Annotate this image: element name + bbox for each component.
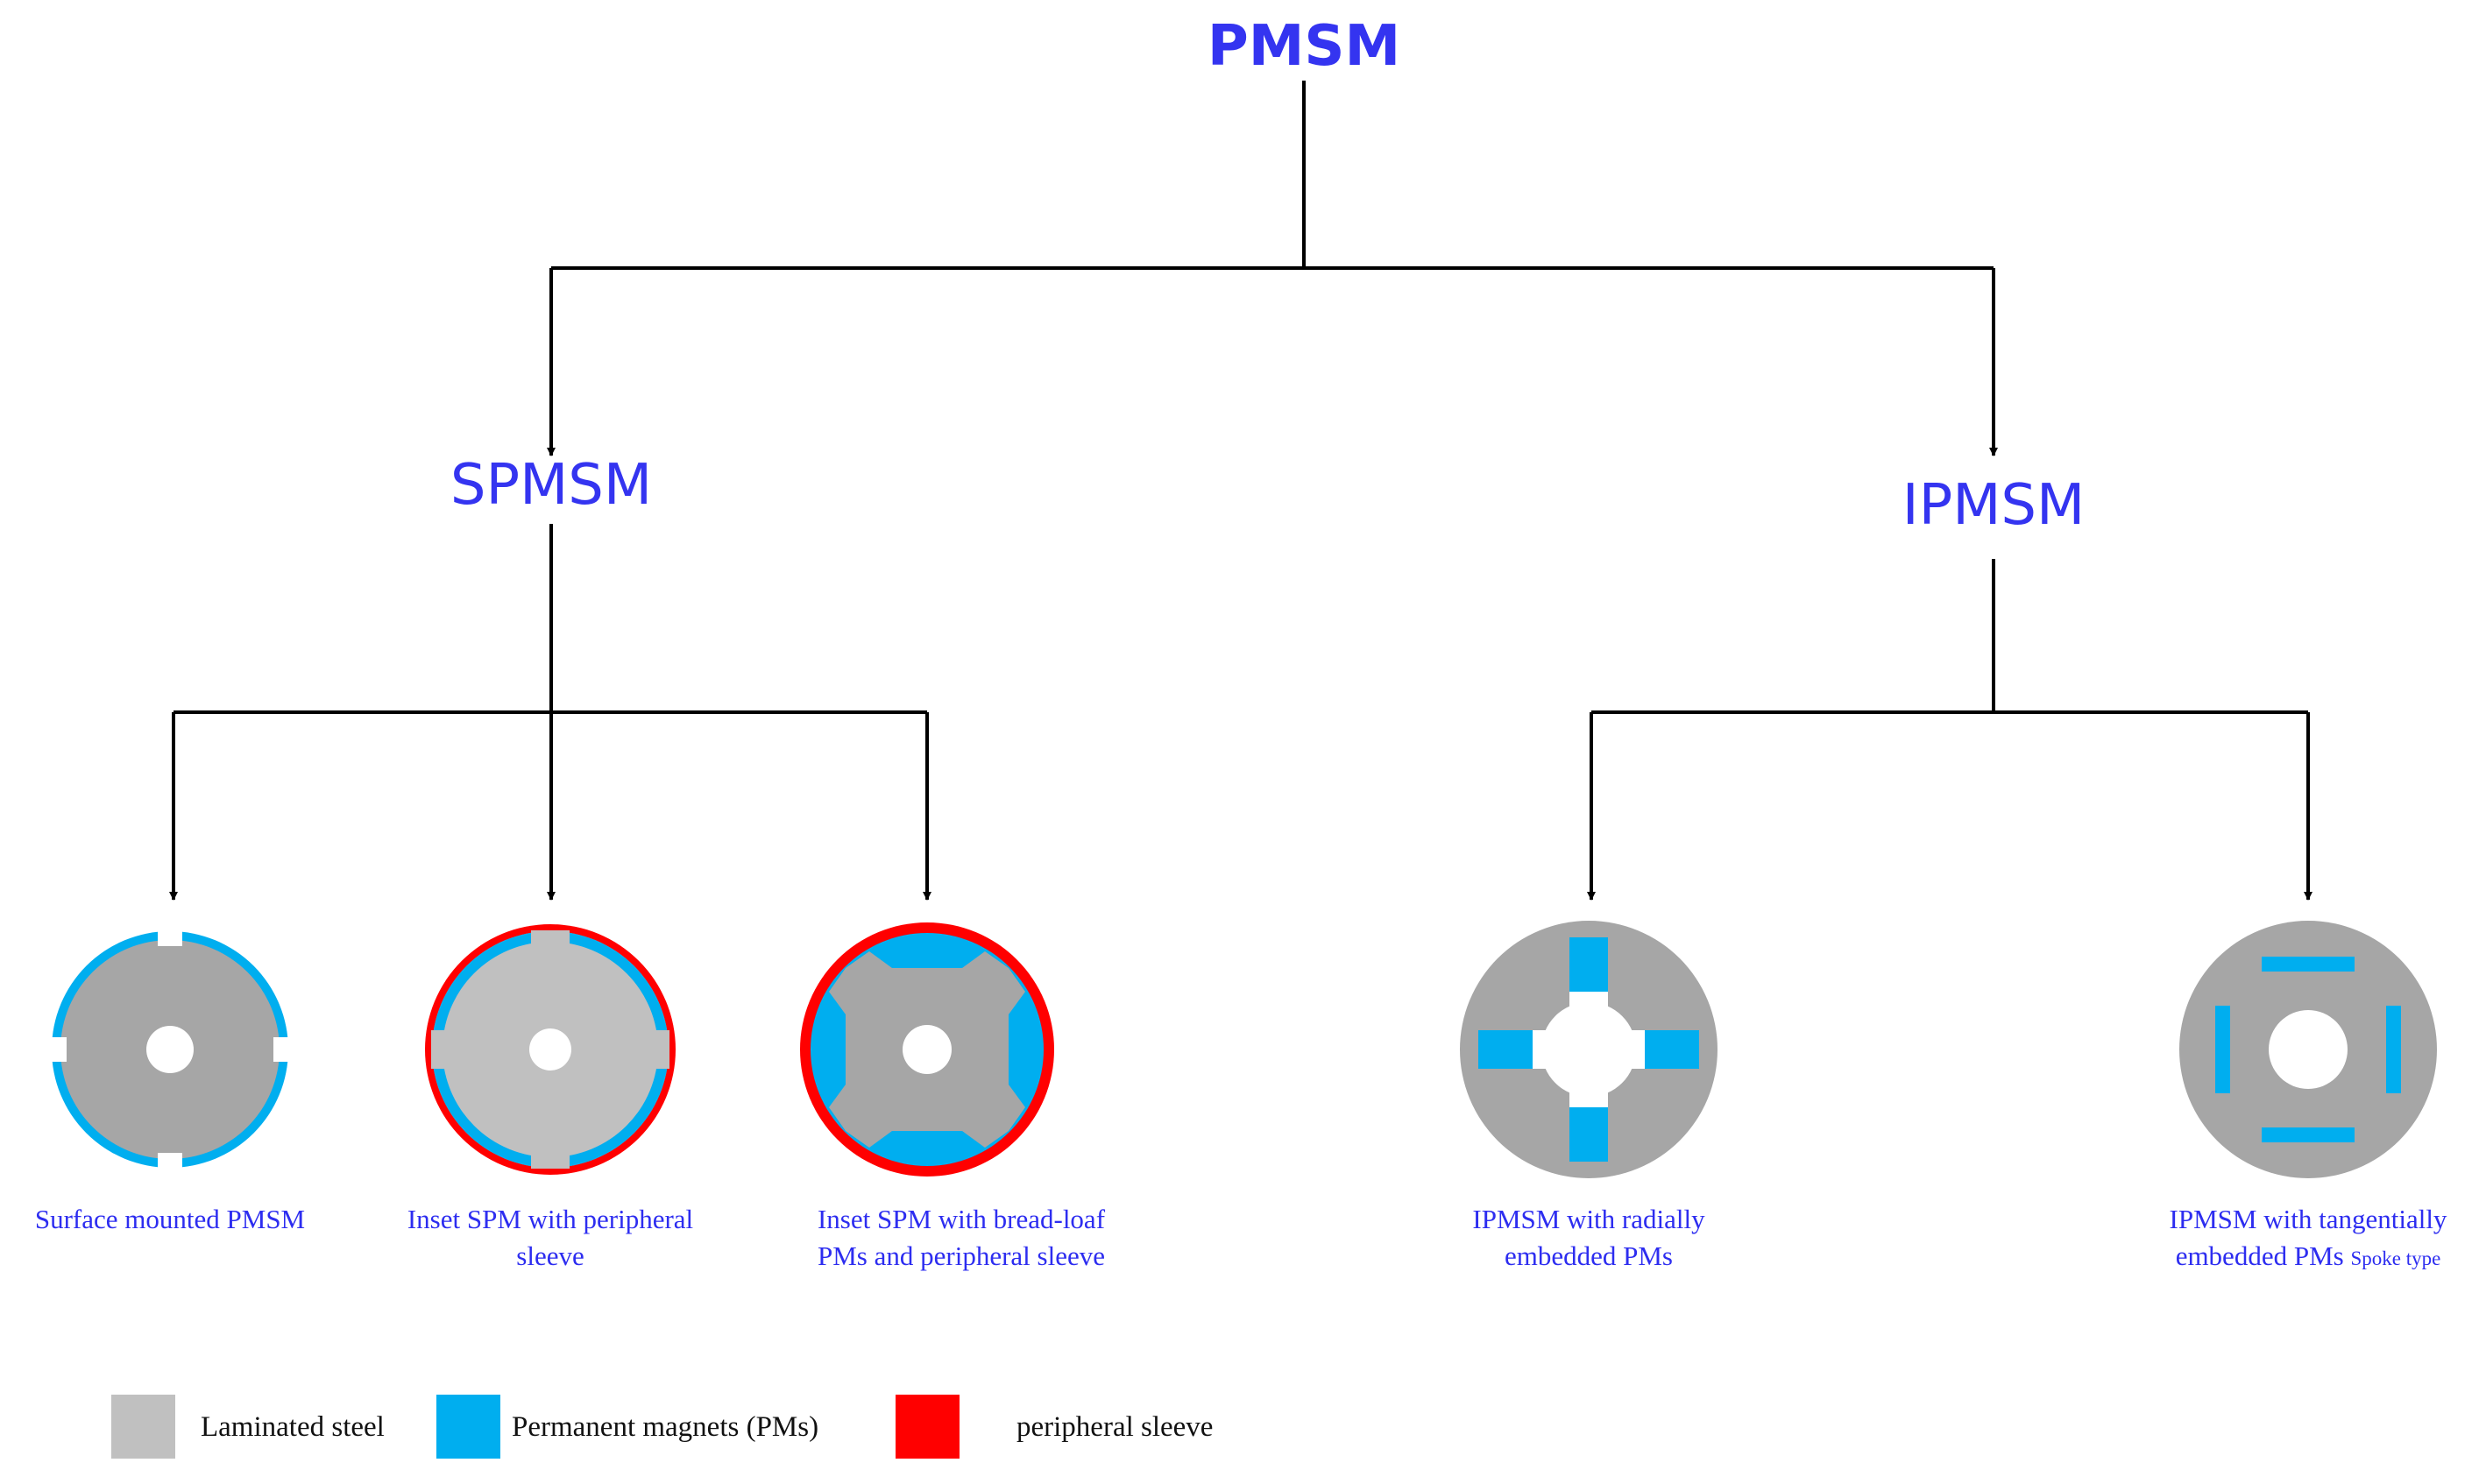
rotor-radial-ipm xyxy=(1460,921,1718,1178)
magnet-top xyxy=(2262,957,2355,972)
rotor-bread-loaf xyxy=(800,922,1054,1177)
core-corner-tl xyxy=(829,951,892,1014)
magnet-bottom xyxy=(1569,1107,1608,1162)
legend-swatch-laminated-steel xyxy=(111,1395,175,1459)
caption-radial-line2: embedded PMs xyxy=(1505,1240,1673,1271)
magnet-gap-left xyxy=(47,1037,67,1062)
caption-bread-loaf-line1: Inset SPM with bread-loaf xyxy=(818,1204,1106,1234)
rotor-surface-mounted xyxy=(47,927,293,1172)
legend-label-laminated-steel: Laminated steel xyxy=(201,1411,385,1443)
magnet-right xyxy=(2386,1006,2401,1093)
caption-inset-sleeve-line2: sleeve xyxy=(516,1240,584,1271)
caption-inset-sleeve-line1: Inset SPM with peripheral xyxy=(407,1204,693,1234)
core-corner-br xyxy=(962,1085,1025,1148)
magnet-top xyxy=(1569,937,1608,992)
spmsm-title: SPMSM xyxy=(450,453,652,518)
magnet-gap-right xyxy=(273,1037,293,1062)
root-title: PMSM xyxy=(1208,14,1400,79)
legend-swatch-permanent-magnets xyxy=(436,1395,500,1459)
caption-spoke-type: Spoke type xyxy=(2350,1247,2440,1269)
rotor-inset-sleeve xyxy=(425,924,676,1175)
core-pole-left xyxy=(431,1030,445,1069)
caption-spoke-line2-group: embedded PMs Spoke type xyxy=(2176,1240,2441,1271)
ipmsm-title: IPMSM xyxy=(1902,473,2086,538)
shaft-hole xyxy=(903,1025,952,1074)
caption-spoke-line1: IPMSM with tangentially xyxy=(2170,1204,2447,1234)
core-corner-tr xyxy=(962,951,1025,1014)
caption-spoke-suffix xyxy=(2344,1240,2351,1271)
magnet-left xyxy=(1478,1030,1533,1069)
magnet-bottom xyxy=(2262,1127,2355,1142)
caption-surface-line1: Surface mounted PMSM xyxy=(35,1204,305,1234)
core-pole-top xyxy=(531,930,570,944)
core-pole-right xyxy=(655,1030,669,1069)
legend-label-permanent-magnets: Permanent magnets (PMs) xyxy=(512,1411,818,1443)
legend-swatch-peripheral-sleeve xyxy=(896,1395,960,1459)
magnet-right xyxy=(1645,1030,1699,1069)
caption-bread-loaf-line2: PMs and peripheral sleeve xyxy=(818,1240,1105,1271)
shaft-hole xyxy=(529,1028,571,1071)
legend: Laminated steel Permanent magnets (PMs) … xyxy=(111,1395,1213,1459)
center-bore xyxy=(2269,1010,2348,1089)
magnet-gap-top xyxy=(158,927,182,946)
magnet-left xyxy=(2215,1006,2230,1093)
core-pole-bottom xyxy=(531,1155,570,1169)
core-corner-bl xyxy=(829,1085,892,1148)
shaft-hole xyxy=(146,1026,194,1073)
center-bore xyxy=(1541,1002,1636,1097)
tree-edges xyxy=(169,81,2312,901)
rotor-spoke-ipm xyxy=(2179,921,2437,1178)
caption-radial-line1: IPMSM with radially xyxy=(1472,1204,1705,1234)
magnet-gap-bottom xyxy=(158,1153,182,1172)
caption-spoke-line2: embedded PMs xyxy=(2176,1240,2344,1271)
legend-label-peripheral-sleeve: peripheral sleeve xyxy=(1016,1411,1213,1443)
